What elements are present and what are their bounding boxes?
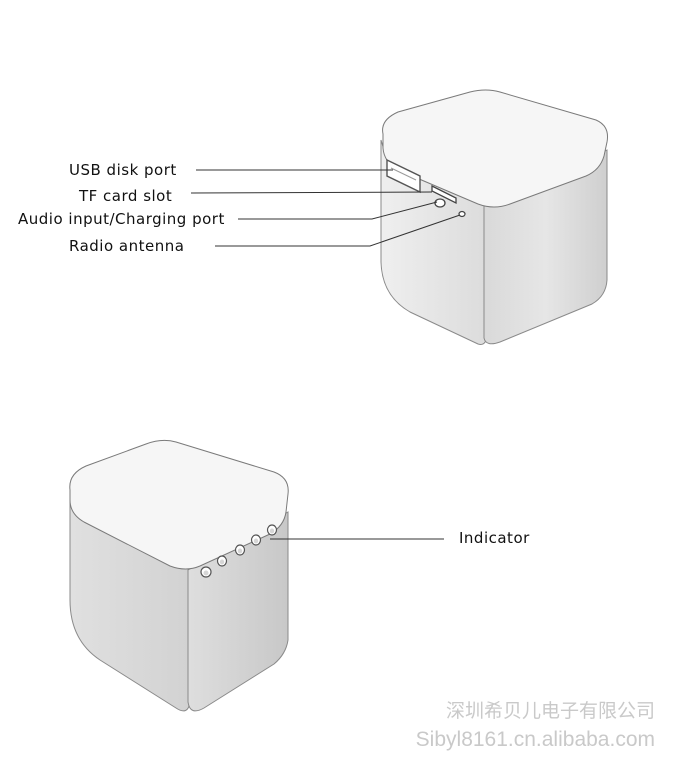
usb-disk-port-label: USB disk port	[69, 161, 177, 179]
leader-radio	[215, 214, 461, 247]
bottom-cube-right-face	[187, 511, 289, 712]
bottom-speaker-cube	[69, 439, 289, 712]
audio-jack-icon	[434, 198, 446, 208]
leader-tf	[190, 191, 433, 194]
radio-antenna-label: Radio antenna	[69, 237, 185, 255]
top-speaker-cube	[380, 89, 608, 345]
antenna-hole-icon	[458, 210, 466, 218]
watermark-site: Sibyl8161.cn.alibaba.com	[415, 728, 655, 751]
tf-card-slot-icon	[431, 184, 457, 205]
tf-card-slot-label: TF card slot	[79, 187, 173, 205]
leader-audio	[238, 201, 438, 220]
watermark-company: 深圳希贝儿电子有限公司	[445, 700, 655, 722]
audio-charging-port-label: Audio input/Charging port	[18, 210, 225, 228]
indicator-label: Indicator	[459, 529, 530, 547]
bottom-cube-top-face	[69, 439, 289, 570]
